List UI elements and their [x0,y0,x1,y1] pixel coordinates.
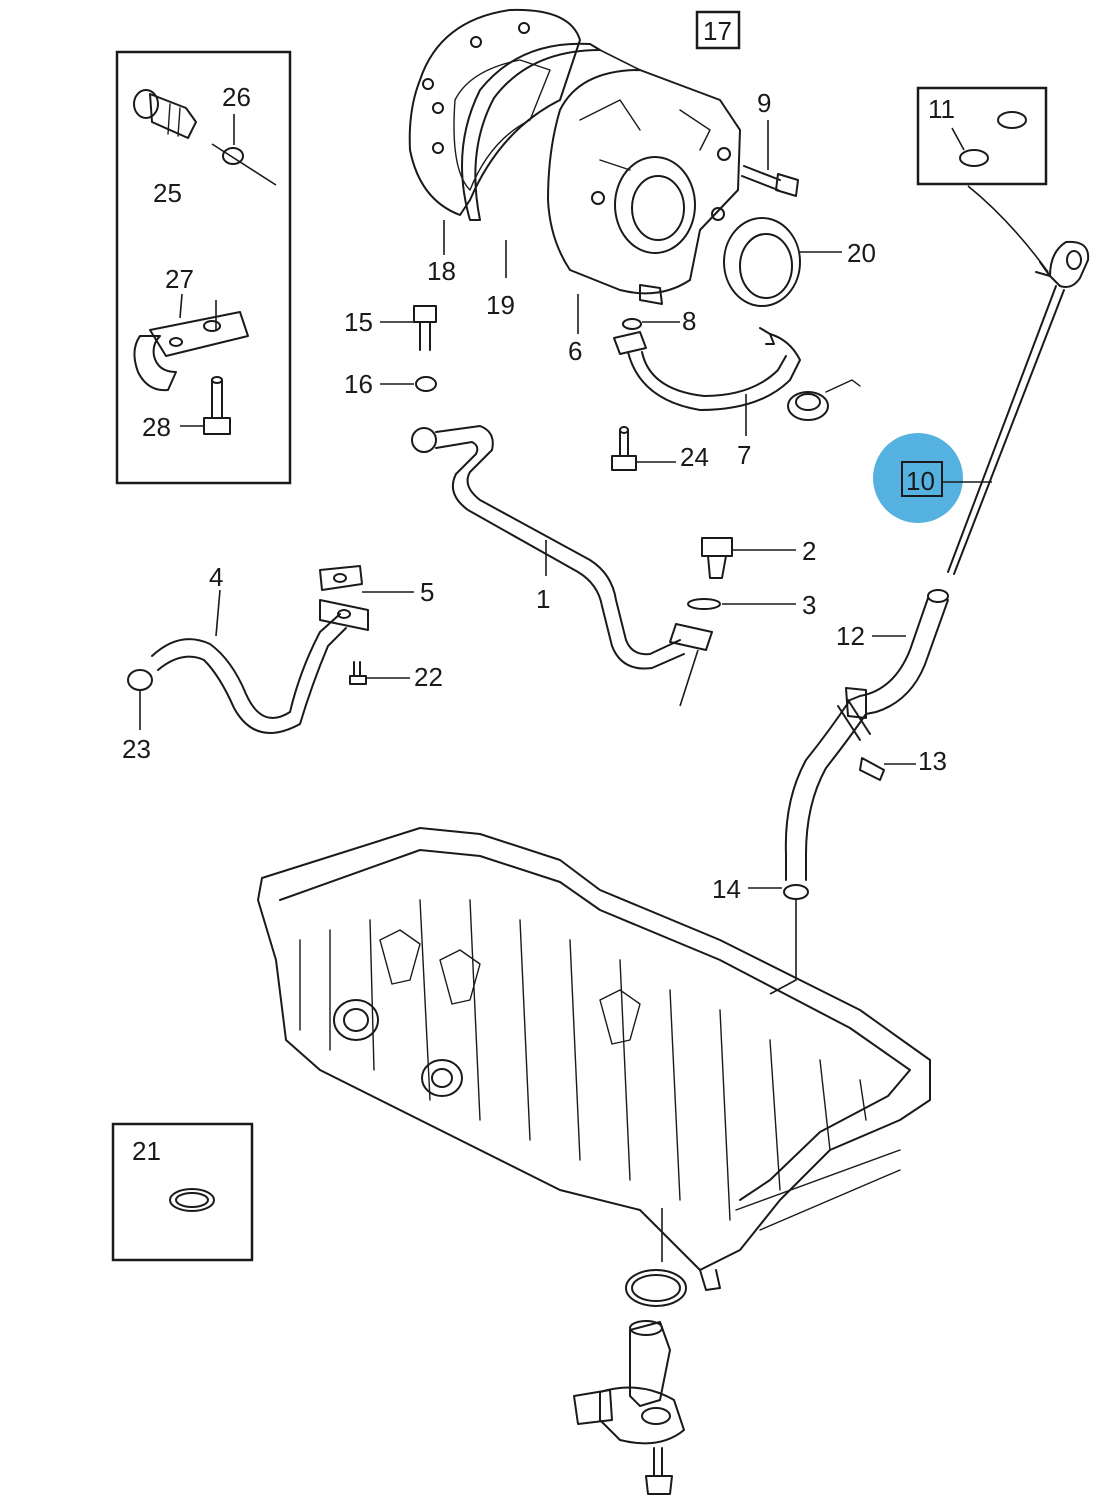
callout-5[interactable]: 5 [420,577,434,607]
callout-7[interactable]: 7 [737,440,751,470]
callout-27[interactable]: 27 [165,264,194,294]
inset-box-21: 21 [111,1122,254,1262]
callout-10-box [901,461,943,497]
part-20-seal [723,217,842,307]
callout-6[interactable]: 6 [568,336,582,366]
callout-23[interactable]: 23 [122,734,151,764]
callout-13[interactable]: 13 [918,746,947,776]
oil-level-sensor [573,1269,687,1495]
part-23-cap: 23 [122,669,153,764]
callout-21[interactable]: 21 [132,1136,161,1166]
part-10-dipstick: 10 [873,240,1090,575]
part-14-o-ring: 14 [712,874,809,995]
part-3-o-ring: 3 [687,590,816,620]
callout-25[interactable]: 25 [153,178,182,208]
callout-18[interactable]: 18 [427,256,456,286]
part-28-bolt [180,376,231,435]
part-12-dipstick-tube: 12 [784,589,949,881]
part-16-washer: 16 [344,369,437,399]
oil-sump [257,827,931,1291]
callout-11[interactable]: 11 [928,94,955,124]
callout-10[interactable]: 10 [906,466,935,496]
part-27-bracket [133,293,249,392]
part-5-flange: 5 [319,565,434,631]
part-13-bolt: 13 [859,746,947,781]
part-4-return-pipe: 4 [151,562,347,734]
callout-16[interactable]: 16 [344,369,373,399]
callout-15[interactable]: 15 [344,307,373,337]
part-19-gasket [461,42,601,278]
part-25-banjo-bolt [133,89,197,139]
callout-19[interactable]: 19 [486,290,515,320]
part-22-bolt: 22 [349,661,443,692]
oil-pump-assembly: 17 9 20 18 19 6 [408,8,876,366]
part-18-cover-plate [408,8,581,255]
callout-12[interactable]: 12 [836,621,865,651]
callout-8[interactable]: 8 [682,306,696,336]
callout-14[interactable]: 14 [712,874,741,904]
inset-box-25-28: 26 25 27 28 [115,50,292,485]
callout-2[interactable]: 2 [802,536,816,566]
callout-4[interactable]: 4 [209,562,223,592]
part-1-oil-pipe: 1 [411,425,713,707]
part-2-plug: 2 [701,536,816,579]
part-6-pump-body [547,69,741,334]
callout-20[interactable]: 20 [847,238,876,268]
callout-22[interactable]: 22 [414,662,443,692]
callout-9[interactable]: 9 [757,88,771,118]
part-15-bolt: 15 [344,305,437,351]
part-26-washer [211,114,277,186]
callout-1[interactable]: 1 [536,584,550,614]
part-7-pickup-pipe: 8 7 [613,306,861,470]
callout-28[interactable]: 28 [142,412,171,442]
inset-box-11: 11 [916,86,1051,277]
part-9-bolt [741,120,799,197]
callout-26[interactable]: 26 [222,82,251,112]
callout-24[interactable]: 24 [680,442,709,472]
callout-3[interactable]: 3 [802,590,816,620]
part-24-bolt: 24 [611,426,709,472]
callout-17[interactable]: 17 [703,16,732,46]
highlight-circle [873,433,963,523]
